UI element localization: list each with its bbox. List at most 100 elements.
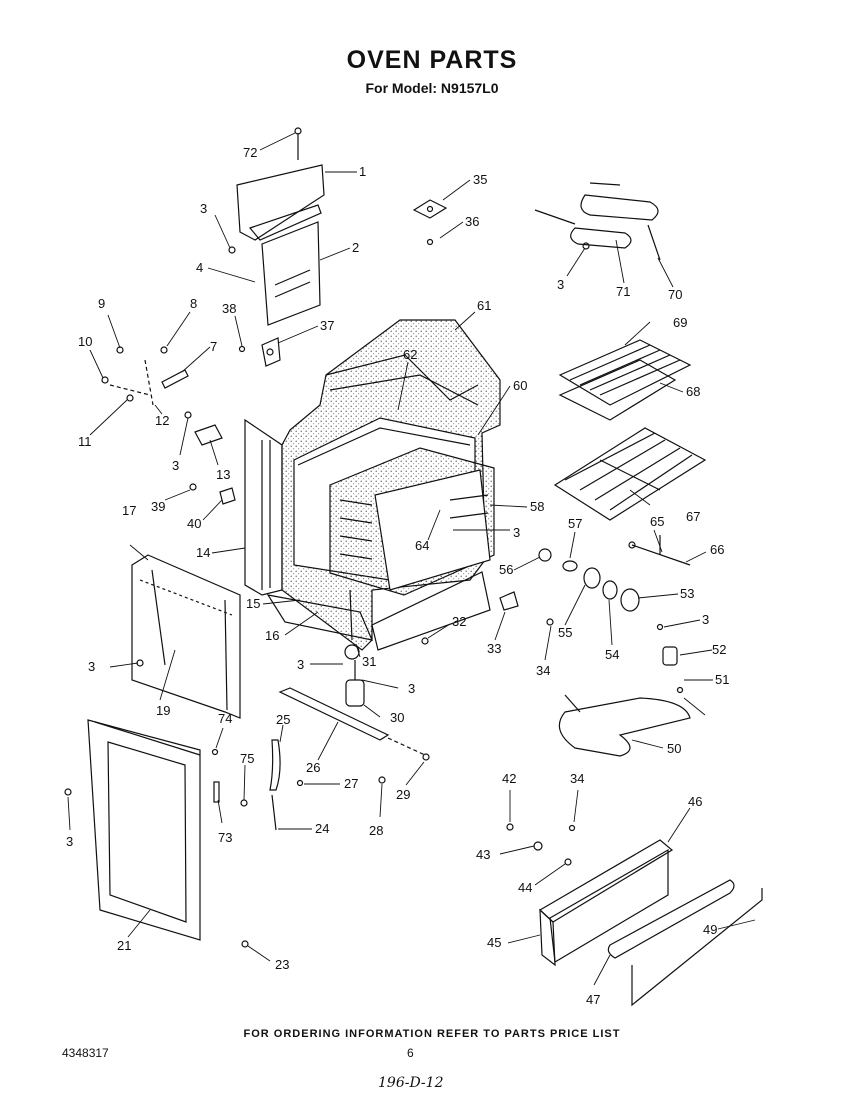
oven-vent-trim	[236, 127, 325, 241]
document-number: 4348317	[62, 1046, 109, 1060]
callout-label: 29	[396, 787, 410, 802]
callout-label: 69	[673, 315, 687, 330]
callout-label: 60	[513, 378, 527, 393]
callout-label: 1	[359, 164, 366, 179]
model-subtitle: For Model: N9157L0	[365, 80, 499, 96]
page-number: 6	[407, 1046, 414, 1060]
callout-label: 25	[276, 712, 290, 727]
callout-label: 23	[275, 957, 289, 972]
light-lens	[662, 646, 684, 694]
callout-label: 73	[218, 830, 232, 845]
callout-label: 36	[465, 214, 479, 229]
callout-label: 3	[297, 657, 304, 672]
door-hinge	[269, 739, 304, 831]
callout-label: 67	[686, 509, 700, 524]
callout-label: 46	[688, 794, 702, 809]
callout-label: 57	[568, 516, 582, 531]
oven-base-frame	[266, 571, 491, 660]
vent-duct	[228, 221, 321, 326]
callout-label: 75	[240, 751, 254, 766]
sensor-probe	[628, 535, 691, 566]
broiler-pan	[558, 359, 677, 421]
callout-label: 51	[715, 672, 729, 687]
callout-label: 26	[306, 760, 320, 775]
callout-label: 55	[558, 625, 572, 640]
callout-label: 70	[668, 287, 682, 302]
callout-label: 37	[320, 318, 334, 333]
door-hinge-bar	[278, 687, 430, 784]
callout-label: 15	[246, 596, 260, 611]
callout-label: 17	[122, 503, 136, 518]
callout-label: 61	[477, 298, 491, 313]
callout-label: 34	[536, 663, 550, 678]
callout-label: 50	[667, 741, 681, 756]
door-latch-parts	[211, 748, 248, 807]
callout-label: 27	[344, 776, 358, 791]
callout-label: 74	[218, 711, 232, 726]
foot-leveler	[345, 637, 429, 707]
callout-label: 42	[502, 771, 516, 786]
callout-label: 71	[616, 284, 630, 299]
callout-label: 44	[518, 880, 532, 895]
callout-label: 58	[530, 499, 544, 514]
callout-label: 11	[78, 434, 92, 449]
callout-label: 52	[712, 642, 726, 657]
callout-label: 30	[390, 710, 404, 725]
bracket-35	[412, 199, 448, 246]
callout-label: 3	[66, 834, 73, 849]
callout-label: 3	[513, 525, 520, 540]
callout-label: 3	[200, 201, 207, 216]
callout-label: 16	[265, 628, 279, 643]
callout-label: 13	[216, 467, 230, 482]
callout-label: 19	[156, 703, 170, 718]
callout-label: 54	[605, 647, 619, 662]
callout-label: 24	[315, 821, 329, 836]
callout-label: 10	[78, 334, 92, 349]
callout-label: 40	[187, 516, 201, 531]
bracket-33	[499, 591, 554, 626]
callout-label: 72	[243, 145, 257, 160]
callout-label: 3	[408, 681, 415, 696]
callout-label: 8	[190, 296, 197, 311]
callout-label: 68	[686, 384, 700, 399]
callout-label: 3	[557, 277, 564, 292]
oven-rack	[553, 427, 707, 521]
bracket-13	[184, 411, 223, 446]
broiler-pan-grid	[558, 339, 692, 406]
storage-drawer	[506, 823, 763, 1007]
callout-label: 2	[352, 240, 359, 255]
callout-label: 38	[222, 301, 236, 316]
callout-label: 34	[570, 771, 584, 786]
oven-light-assembly	[538, 548, 664, 631]
ordering-note: FOR ORDERING INFORMATION REFER TO PARTS …	[243, 1028, 621, 1040]
side-panel	[131, 554, 241, 719]
callout-label: 65	[650, 514, 664, 529]
callout-label: 9	[98, 296, 105, 311]
callout-labels: 72 1 3 2 4 35 36 3 71 70 9 8 38 37 61 69…	[66, 145, 729, 1007]
callout-label: 21	[117, 938, 131, 953]
bake-element	[558, 694, 691, 757]
callout-label: 31	[362, 654, 376, 669]
callout-label: 45	[487, 935, 501, 950]
bracket-37	[238, 337, 281, 367]
callout-label: 43	[476, 847, 490, 862]
callout-label: 4	[196, 260, 203, 275]
broil-element	[534, 182, 661, 261]
hinge-receiver-parts	[101, 346, 189, 406]
callout-label: 62	[403, 347, 417, 362]
handwritten-code: 196-D-12	[378, 1075, 444, 1091]
callout-label: 56	[499, 562, 513, 577]
callout-label: 3	[172, 458, 179, 473]
callout-label: 7	[210, 339, 217, 354]
callout-label: 35	[473, 172, 487, 187]
callout-label: 53	[680, 586, 694, 601]
callout-label: 3	[702, 612, 709, 627]
callout-label: 64	[415, 538, 429, 553]
callout-label: 14	[196, 545, 210, 560]
bracket-40	[189, 483, 236, 505]
oven-liner	[329, 447, 495, 596]
callout-label: 28	[369, 823, 383, 838]
callout-label: 3	[88, 659, 95, 674]
callout-label: 39	[151, 499, 165, 514]
